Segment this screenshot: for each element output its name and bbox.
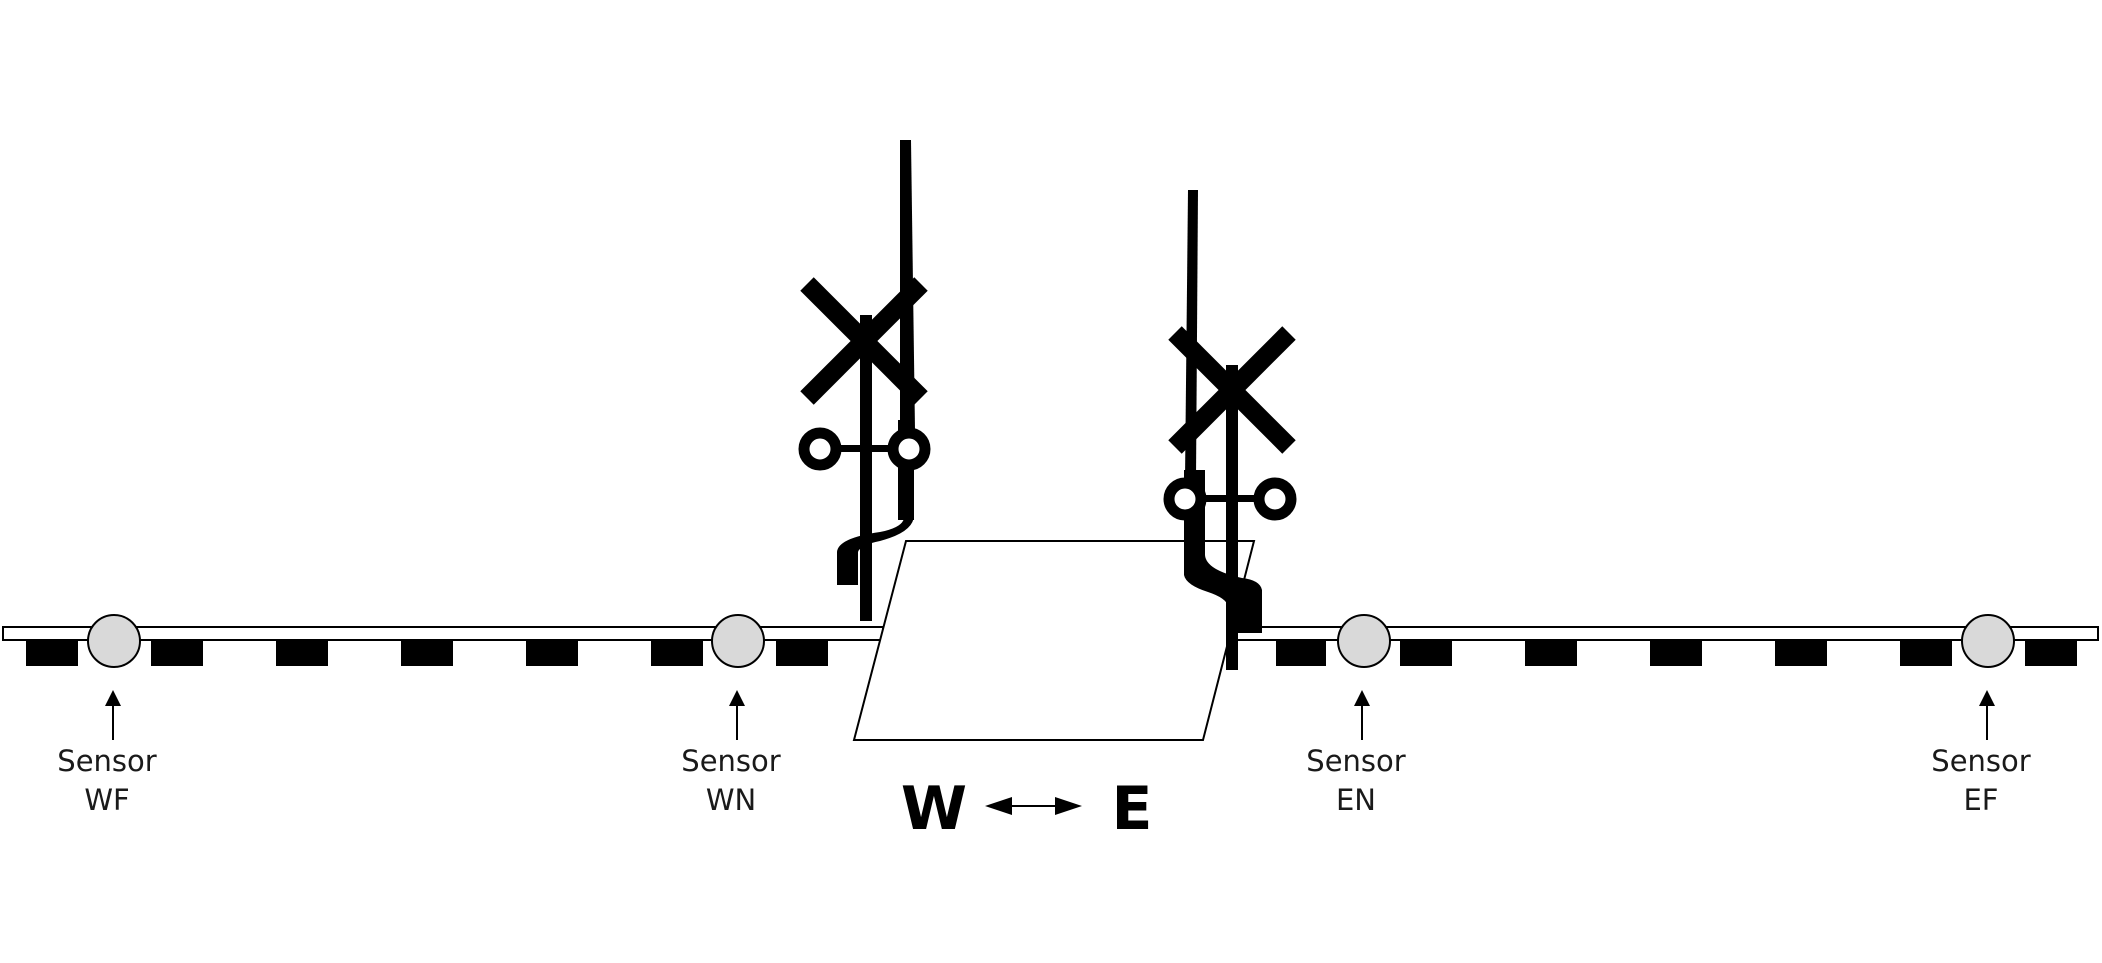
sensor-ef: Sensor EF: [1931, 614, 2031, 817]
tie: [401, 641, 453, 666]
sensor-ef-arrowhead: [1979, 690, 1995, 706]
sensor-ef-code: EF: [1963, 783, 1998, 817]
sensor-ef-label: Sensor: [1931, 744, 2030, 778]
tie: [776, 641, 828, 666]
tie: [526, 641, 578, 666]
sensor-en: Sensor EN: [1306, 614, 1406, 817]
gate-arm: [1185, 190, 1198, 480]
east-crossing-signal: [1163, 190, 1297, 670]
gate-base-curve: [837, 515, 914, 585]
tie: [276, 641, 328, 666]
tie: [1775, 641, 1827, 666]
west-crossing-signal: [798, 140, 931, 621]
sensor-wn-code: WN: [706, 783, 756, 817]
east-label: E: [1112, 774, 1153, 844]
road-crossing: [852, 540, 1256, 741]
sensor-en-label: Sensor: [1306, 744, 1405, 778]
tie: [1276, 641, 1326, 666]
sensor-wf-label: Sensor: [57, 744, 156, 778]
tie: [1900, 641, 1952, 666]
tie: [651, 641, 703, 666]
tie: [1650, 641, 1702, 666]
lamp-crossbar: [836, 445, 893, 452]
tie: [151, 641, 203, 666]
west-label: W: [901, 774, 967, 844]
signal-lamp-right: [887, 427, 931, 471]
sensor-en-arrowhead: [1354, 690, 1370, 706]
sensor-wn-arrowhead: [729, 690, 745, 706]
sensor-wn-marker: [711, 614, 765, 668]
signal-lamp-right: [1253, 477, 1297, 521]
track-ties: [26, 641, 2077, 666]
lamp-crossbar: [1201, 495, 1259, 502]
gate-base-curve: [1184, 470, 1262, 633]
signal-mast: [1226, 365, 1238, 670]
sensor-en-code: EN: [1336, 783, 1376, 817]
tie: [26, 641, 78, 666]
sensor-wf-marker: [87, 614, 141, 668]
tie: [2025, 641, 2077, 666]
tie: [1400, 641, 1452, 666]
signal-lamp-left: [1163, 477, 1207, 521]
east-arrowhead: [1055, 797, 1082, 815]
sensor-wn-label: Sensor: [681, 744, 780, 778]
sensor-wn: Sensor WN: [681, 614, 781, 817]
sensor-wf: Sensor WF: [57, 614, 157, 817]
crossbuck-arm-b: [800, 277, 928, 405]
west-arrowhead: [985, 797, 1012, 815]
sensor-wf-arrowhead: [105, 690, 121, 706]
sensor-ef-marker: [1961, 614, 2015, 668]
signal-mast: [860, 315, 872, 621]
tie: [1525, 641, 1577, 666]
crossbuck-arm-b: [1168, 326, 1296, 454]
direction-indicator: W E: [901, 774, 1153, 844]
sensor-wf-code: WF: [84, 783, 129, 817]
signal-lamp-left: [798, 427, 842, 471]
sensor-en-marker: [1337, 614, 1391, 668]
